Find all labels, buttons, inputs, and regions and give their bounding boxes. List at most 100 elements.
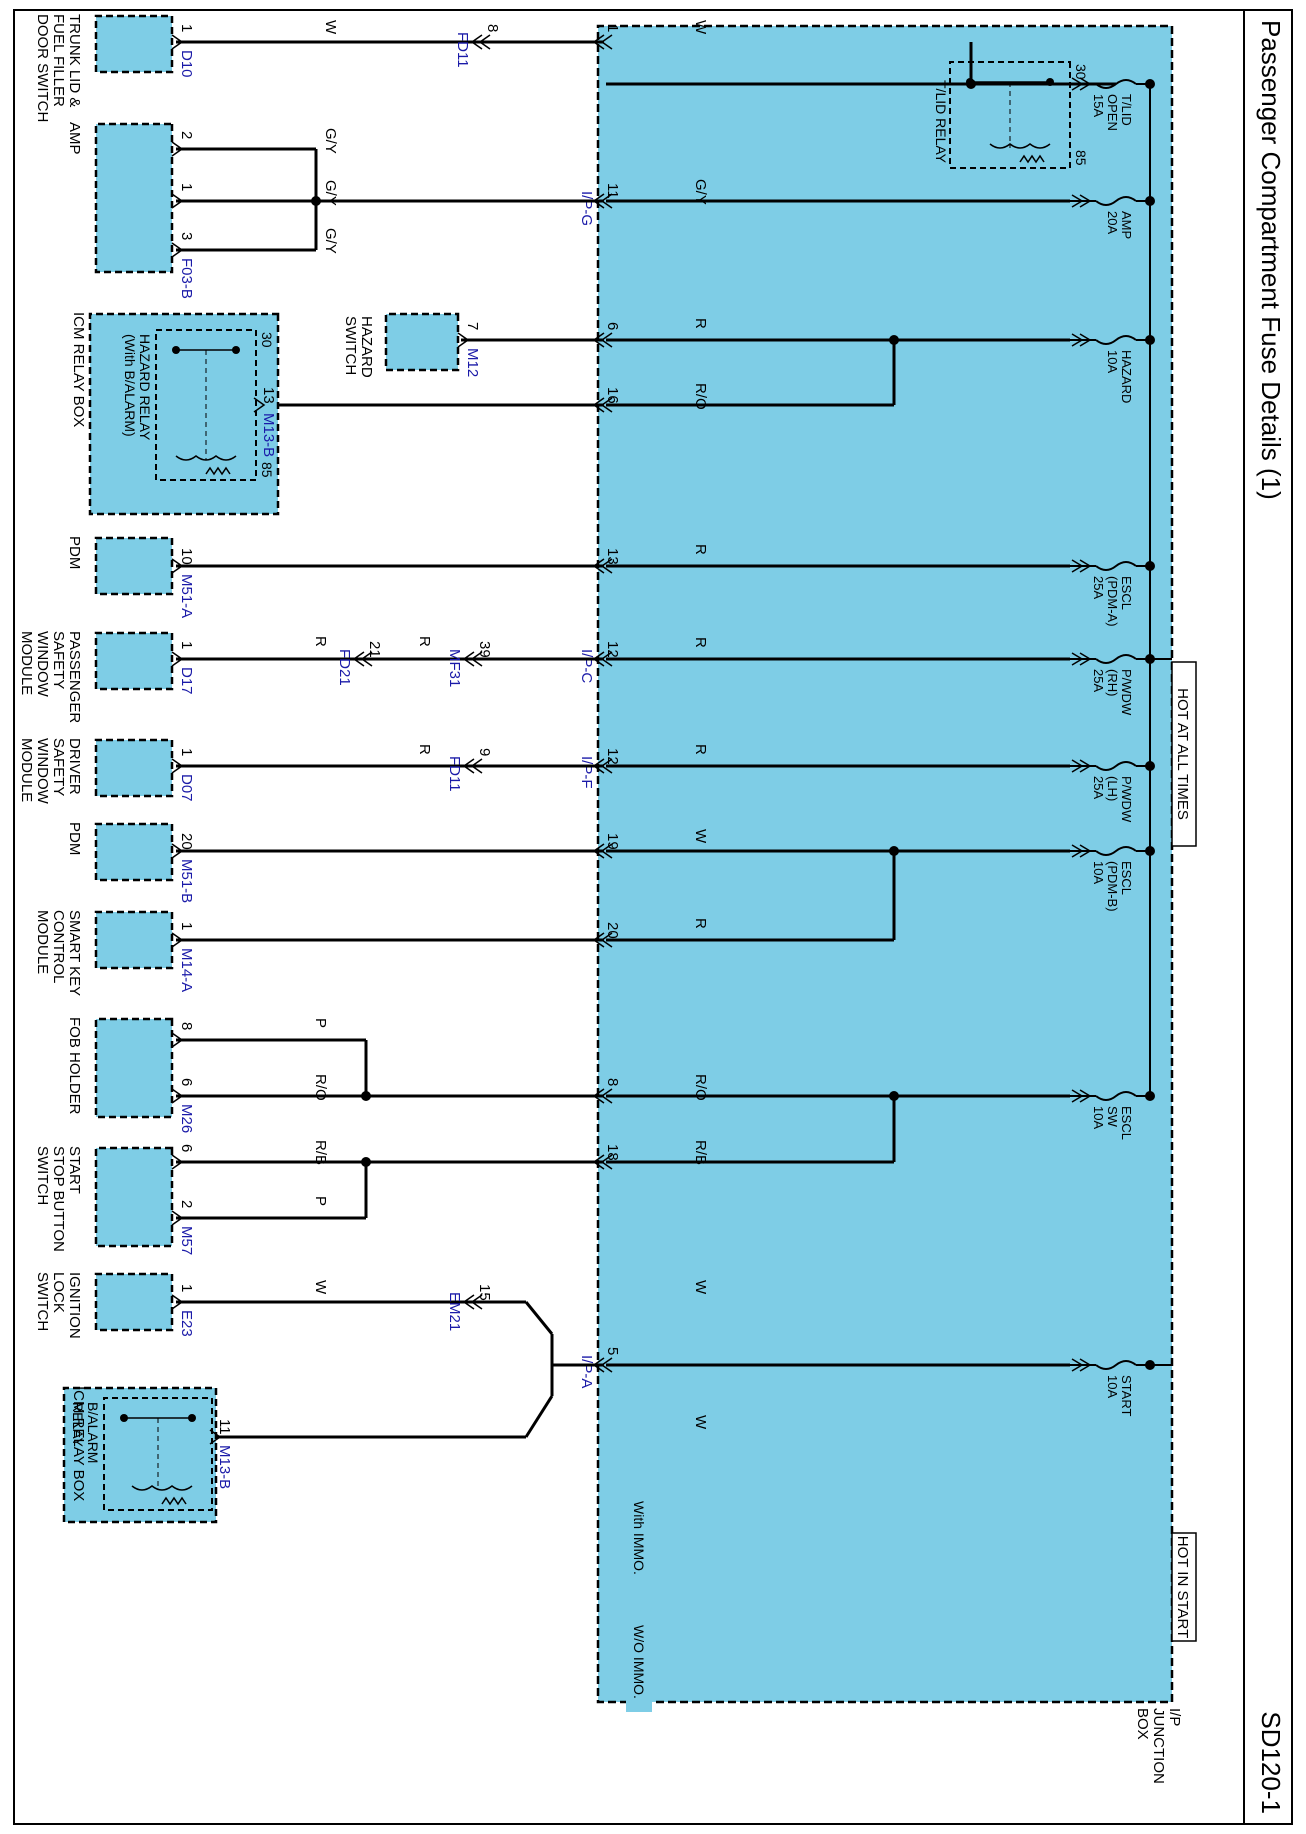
wire-color-label: W — [692, 1415, 709, 1430]
bus-splice — [1145, 761, 1155, 771]
option-wo-immo: W/O IMMO. — [631, 1625, 647, 1699]
tlid-relay-pin-30: 30 — [1073, 64, 1089, 80]
component-pin-number: 7 — [464, 322, 481, 330]
component-pin — [171, 1210, 184, 1226]
jb-pin-number: 12 — [604, 748, 621, 765]
component-pin-number: 1 — [178, 748, 195, 756]
component-connector-id: E23 — [178, 1310, 195, 1337]
page-title: Passenger Compartment Fuse Details (1) — [1256, 20, 1286, 500]
hot-in-start-box — [1171, 1532, 1197, 1642]
hot-at-all-times-box — [1171, 661, 1197, 847]
jb-connector-id: I/P-F — [578, 756, 595, 789]
fuse-symbol — [1095, 561, 1137, 571]
component-pin-number: 2 — [178, 1200, 195, 1208]
component-name: DRIVERSAFETYWINDOWMODULE — [18, 738, 83, 805]
component-pin-number: 1 — [178, 641, 195, 649]
component-name: ICM RELAY BOX — [70, 312, 87, 427]
inline-connector-id: FD21 — [336, 649, 353, 686]
component-connector-id: F03-B — [178, 258, 195, 299]
fuse-label: P/WDW(RH)25A — [1091, 669, 1134, 716]
jb-pin-number: 20 — [604, 922, 621, 939]
component-pin — [171, 932, 184, 948]
component-name: FOB HOLDER — [66, 1017, 83, 1115]
hazard-relay-resistor — [205, 466, 231, 476]
inline-connector — [462, 1294, 483, 1310]
inline-pin-number: 8 — [484, 24, 501, 32]
component-pin-number: 13 — [260, 387, 277, 404]
component-box — [94, 14, 174, 74]
splice-dot — [361, 1157, 371, 1167]
component-box — [94, 822, 174, 882]
hot-at-all-times-label: HOT AT ALL TIMES — [1174, 688, 1191, 820]
bus-splice — [1145, 654, 1155, 664]
splice-dot — [889, 335, 899, 345]
component-box — [94, 738, 174, 798]
jb-pin-number: 5 — [604, 1347, 621, 1355]
component-pin — [171, 558, 184, 574]
jb-pin-number: 12 — [604, 641, 621, 658]
component-pin — [171, 34, 184, 50]
component-pin-number: 1 — [178, 24, 195, 32]
component-name: PDM — [66, 536, 83, 569]
hazard-relay-box — [155, 329, 257, 481]
component-name: AMP — [66, 122, 83, 155]
component-pin — [171, 193, 184, 209]
balarm-relay-node — [188, 1414, 196, 1422]
balarm-relay-node — [120, 1414, 128, 1422]
tlid-relay-node — [966, 78, 974, 86]
component-name: SMART KEYCONTROLMODULE — [34, 910, 83, 996]
component-pin-number: 8 — [178, 1022, 195, 1030]
component-name: TRUNK LID &FUEL FILLERDOOR SWITCH — [34, 14, 83, 122]
bus-splice — [1145, 561, 1155, 571]
page-code: SD120-1 — [1256, 1711, 1286, 1814]
wire-color-label: G/Y — [322, 128, 339, 154]
component-pin — [209, 1429, 222, 1445]
page-frame — [13, 9, 1293, 1825]
splice-dot — [361, 1091, 371, 1101]
inline-connector — [470, 34, 491, 50]
wire-color-label: R — [312, 636, 329, 647]
component-connector-id: M26 — [178, 1104, 195, 1133]
wire-color-label: G/Y — [322, 180, 339, 206]
component-pin — [171, 1088, 184, 1104]
junction-box-label: I/P JUNCTION BOX — [1134, 1708, 1183, 1788]
inline-connector — [352, 651, 373, 667]
inline-connector-id: MF31 — [446, 649, 463, 687]
tlid-relay-box — [949, 61, 1071, 169]
wire-color-label: W — [692, 20, 709, 35]
balarm-relay-coil — [131, 1485, 193, 1491]
component-pin-number: 11 — [216, 1419, 233, 1435]
component-connector-id: M51-A — [178, 574, 195, 618]
fuse-symbol — [1095, 846, 1137, 856]
bus-splice — [1145, 335, 1155, 345]
bus-splice — [1145, 846, 1155, 856]
jb-pin-number: 11 — [604, 183, 621, 199]
junction-box — [596, 24, 1174, 1704]
component-pin-number: 1 — [178, 1284, 195, 1292]
component-box — [384, 312, 460, 372]
fuse-label: ESCLSW10A — [1091, 1106, 1134, 1140]
component-box — [94, 631, 174, 691]
component-box — [94, 1146, 174, 1248]
wire-color-label: G/Y — [322, 228, 339, 254]
component-pin — [171, 242, 184, 258]
component-pin-number: 20 — [178, 833, 195, 850]
wire-color-group: WG/YRR/ORRRWRR/OR/BWWWG/YG/YG/YRRRPR/OR/… — [312, 20, 709, 1430]
component-name: STARTSTOP BUTTONSWITCH — [34, 1146, 83, 1252]
jb-connector-id: I/P-A — [578, 1355, 595, 1388]
balarm-relay-label: B/ALARMRELAY — [70, 1402, 101, 1463]
component-box — [88, 312, 280, 516]
component-name: ICM RELAY BOX — [70, 1386, 87, 1501]
bus-splice — [1145, 79, 1155, 89]
balarm-relay-box — [103, 1397, 213, 1511]
jb-pin-number: 18 — [604, 1144, 621, 1161]
wire-color-label: P — [312, 1018, 329, 1028]
bus-splice — [1145, 1091, 1155, 1101]
component-pin-number: 6 — [178, 1078, 195, 1086]
jb-connector-id: I/P-C — [578, 649, 595, 683]
inline-pin-number: 21 — [366, 641, 383, 658]
wire-color-label: R/B — [312, 1140, 329, 1165]
wire-color-label: R — [416, 636, 433, 647]
